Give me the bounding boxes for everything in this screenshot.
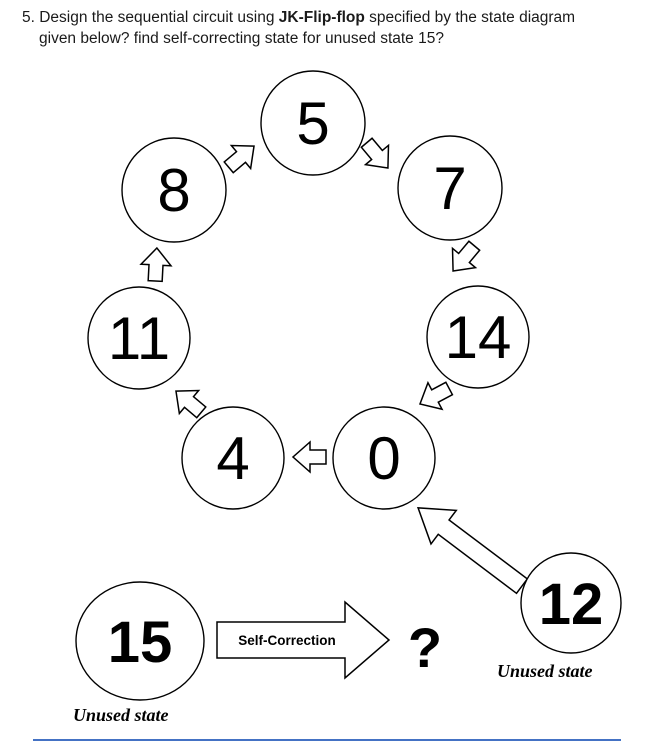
- problem-statement: 5. Design the sequential circuit using J…: [22, 7, 622, 49]
- problem-statement-line1: 5. Design the sequential circuit using J…: [22, 7, 622, 28]
- arrow-7-to-14-icon: [440, 235, 487, 282]
- state-circle-0: [332, 406, 436, 510]
- arrow-8-to-5-icon: [218, 133, 265, 180]
- unused-state-caption-12: Unused state: [497, 661, 593, 681]
- state-node-11: 11: [87, 286, 191, 390]
- unused-state-node-15: 15: [75, 581, 205, 701]
- state-node-0: 0: [332, 406, 436, 510]
- self-correction-arrow-icon: [216, 600, 391, 680]
- state-circle-7: [397, 135, 503, 241]
- state-label-4: 4: [216, 425, 249, 492]
- state-node-14: 14: [426, 285, 530, 389]
- problem-text-suffix: specified by the state diagram: [364, 9, 576, 26]
- state-label-14: 14: [445, 304, 512, 371]
- state-label-5: 5: [296, 90, 329, 157]
- self-correction-arrow-label: Self-Correction: [238, 633, 336, 648]
- unused-state-caption-15: Unused state: [73, 705, 169, 725]
- arrow-12-to-0-icon: [416, 507, 529, 595]
- state-circle-14: [426, 285, 530, 389]
- unused-state-circle-15: [75, 581, 205, 701]
- arrow-14-to-0-icon: [412, 374, 457, 418]
- unused-state-label-12: 12: [539, 572, 604, 637]
- state-node-5: 5: [260, 70, 366, 176]
- self-correction-result: ?: [408, 616, 442, 679]
- bottom-rule: [33, 739, 621, 741]
- state-node-8: 8: [121, 137, 227, 243]
- arrow-11-to-8-icon: [139, 246, 173, 283]
- self-correction-arrow: Self-Correction: [216, 600, 391, 680]
- state-label-0: 0: [367, 425, 400, 492]
- state-circle-8: [121, 137, 227, 243]
- state-node-7: 7: [397, 135, 503, 241]
- unused-state-label-15: 15: [108, 610, 173, 675]
- problem-statement-line2: given below? find self-correcting state …: [39, 30, 444, 47]
- problem-text-prefix: 5. Design the sequential circuit using: [22, 9, 279, 26]
- state-circle-5: [260, 70, 366, 176]
- state-label-7: 7: [433, 155, 466, 222]
- arrow-0-to-4-icon: [292, 441, 327, 473]
- state-node-4: 4: [181, 406, 285, 510]
- state-label-11: 11: [108, 305, 170, 372]
- problem-text-bold-jk-flipflop: JK-Flip-flop: [278, 9, 365, 26]
- state-label-8: 8: [157, 157, 190, 224]
- state-circle-4: [181, 406, 285, 510]
- unused-state-circle-12: [520, 552, 622, 654]
- state-circle-11: [87, 286, 191, 390]
- unused-state-node-12: 12: [520, 552, 622, 654]
